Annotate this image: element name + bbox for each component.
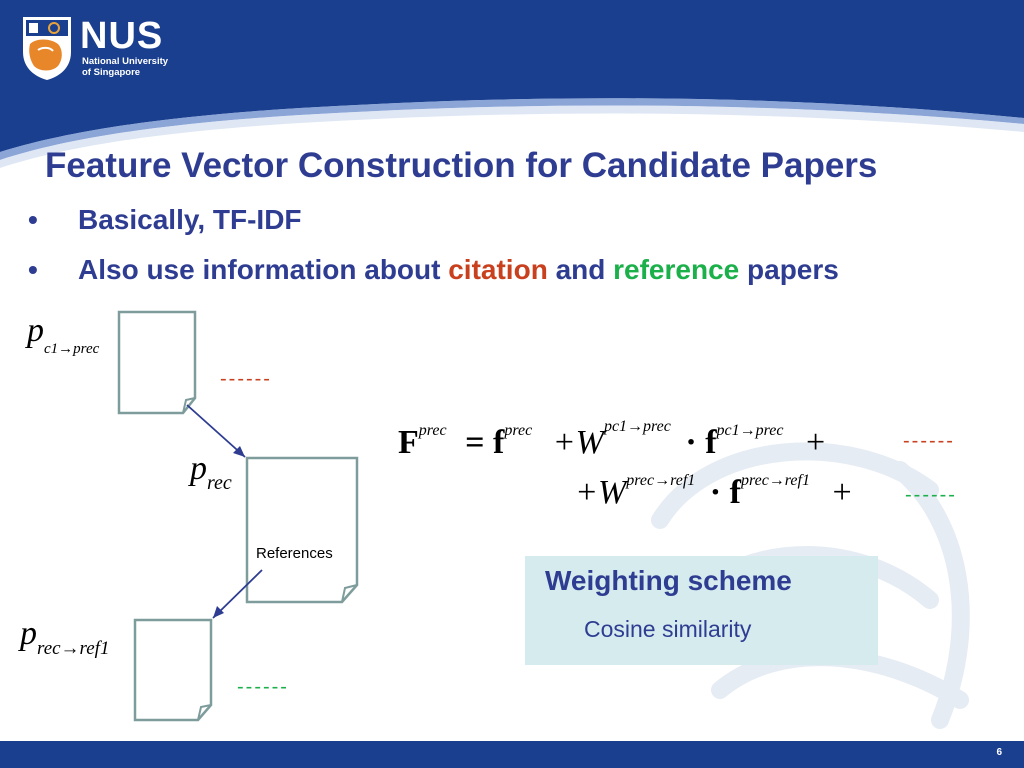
formula-w1-sup: pc1→prec (603, 418, 671, 435)
bullet-text: Also use information about citation and … (78, 254, 839, 286)
footer-bar (0, 741, 1024, 768)
formula-plus-w2: +W (575, 474, 627, 511)
bullet-dot: • (28, 204, 38, 235)
label-reference-paper: prec→ref1 (20, 615, 109, 660)
nus-wordmark: NUS (80, 15, 164, 57)
formula-citation-dashes: ------ (903, 430, 955, 452)
formula-line-2: +Wprec→ref1 · fprec→ref1 + (575, 472, 852, 512)
weighting-box (525, 556, 878, 665)
bullet-dot: • (28, 254, 38, 285)
weighting-subtitle: Cosine similarity (584, 616, 752, 642)
formula-w2-sup: prec→ref1 (626, 472, 696, 489)
page-number: 6 (996, 747, 1002, 758)
nus-crest-icon (23, 17, 71, 80)
bullet-suffix: papers (739, 254, 839, 285)
formula-f1-sup: pc1→prec (716, 422, 784, 439)
label-sub: c1→prec (44, 341, 100, 357)
formula-f-sup: prec (504, 422, 533, 439)
formula-plus-end1: + (805, 424, 826, 461)
nus-subtitle: National University of Singapore (82, 56, 192, 78)
label-citation-paper: pc1→prec (27, 312, 99, 358)
nus-subtitle-line2: of Singapore (82, 67, 141, 78)
formula-eq-f: = f (465, 424, 505, 461)
formula-plus-w1: +W (552, 424, 604, 461)
formula-dot-f1: · f (685, 424, 717, 461)
label-sub: rec (207, 472, 232, 494)
document-citation-icon (117, 310, 197, 415)
header-banner (0, 0, 1024, 168)
formula-F-sup: prec (418, 422, 447, 439)
formula-f2-sup: prec→ref1 (740, 472, 810, 489)
citation-diagram (117, 310, 359, 722)
bullet-text: Basically, TF-IDF (78, 204, 302, 235)
references-label: References (256, 545, 333, 562)
citation-word: citation (448, 254, 548, 285)
reference-dashes: ------ (237, 676, 289, 698)
slide-title: Feature Vector Construction for Candidat… (45, 146, 878, 185)
document-rec-icon (245, 456, 359, 604)
weighting-title: Weighting scheme (545, 565, 792, 596)
label-p: p (190, 450, 207, 487)
label-p: p (27, 312, 44, 349)
label-p: p (20, 615, 37, 652)
document-reference-icon (133, 618, 213, 722)
reference-word: reference (613, 254, 740, 285)
citation-dashes: ------ (220, 368, 272, 390)
formula-dot-f2: · f (709, 474, 741, 511)
formula-plus-end2: + (832, 474, 852, 511)
label-rec-paper: prec (190, 450, 232, 495)
bullet-mid: and (547, 254, 614, 285)
bullet-prefix: Also use information about (78, 254, 449, 285)
nus-subtitle-line1: National University (82, 56, 169, 67)
formula-F: F (398, 424, 419, 461)
formula-line-1: Fprec = fprec +Wpc1→prec · fpc1→prec + (398, 418, 825, 462)
label-sub: rec→ref1 (37, 638, 110, 659)
formula-reference-dashes: ------ (905, 484, 957, 506)
